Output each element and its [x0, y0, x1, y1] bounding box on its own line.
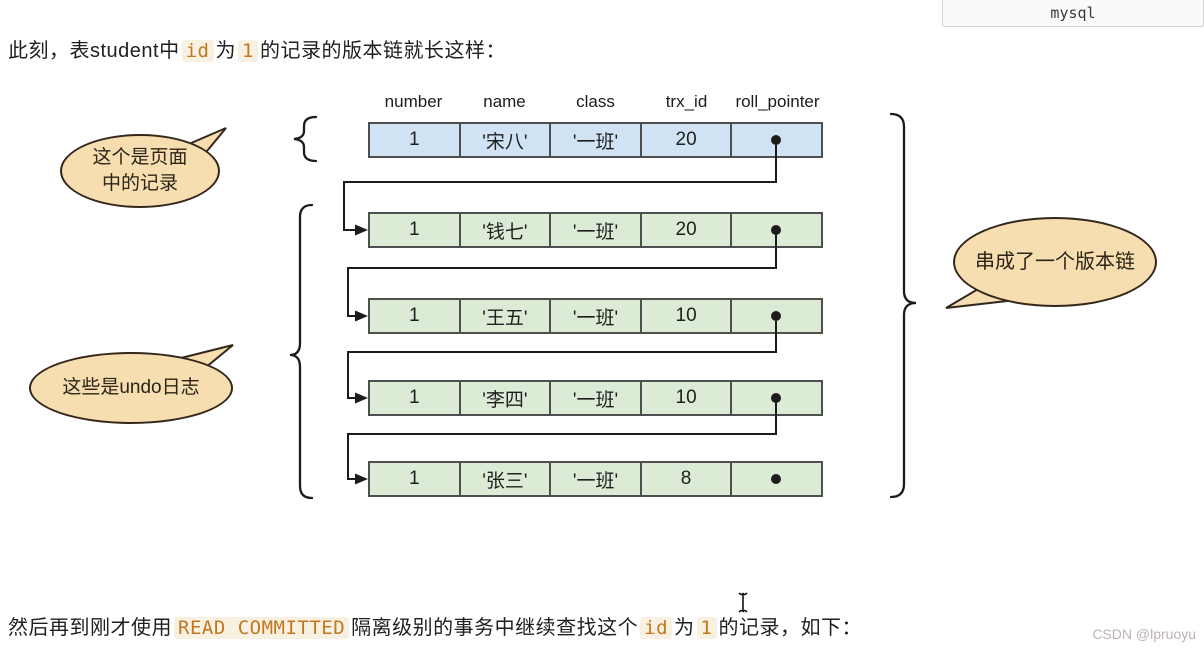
cell-class: '一班'	[549, 300, 640, 332]
col-roll-pointer: roll_pointer	[735, 92, 820, 111]
mysql-tab: mysql	[942, 0, 1204, 27]
cell-class: '一班'	[549, 214, 640, 246]
cell-name: '张三'	[458, 463, 550, 495]
cell-number: 1	[409, 468, 420, 489]
text-cursor-icon	[738, 592, 748, 613]
cell-class: '一班'	[549, 382, 640, 414]
arrowhead-icon	[355, 224, 368, 236]
footer-text-mid2: 为	[674, 617, 695, 639]
cell-number: 1	[409, 387, 420, 408]
right-brace-version-chain	[889, 112, 917, 499]
table-row-page-record: 1 '宋八' '一班' 20	[368, 122, 823, 158]
cell-trx-id: 10	[639, 382, 731, 414]
cell-name: '钱七'	[458, 214, 550, 246]
footer-text-post: 的记录，如下：	[718, 617, 862, 639]
cell-number: 1	[409, 129, 420, 150]
cell-roll-pointer	[730, 463, 821, 495]
arrowhead-icon	[355, 310, 368, 322]
mysql-tab-label: mysql	[1050, 4, 1096, 22]
inline-code-1: 1	[238, 40, 258, 62]
cell-roll-pointer	[730, 124, 821, 156]
col-name: name	[483, 92, 526, 111]
arrowhead-icon	[355, 473, 368, 485]
bubble-version-chain-label: 串成了一个版本链	[975, 251, 1135, 273]
cell-trx-id: 20	[639, 124, 731, 156]
table-row-undo-3: 1 '李四' '一班' 10	[368, 380, 823, 416]
cell-roll-pointer	[730, 382, 821, 414]
csdn-watermark: CSDN @lpruoyu	[1092, 626, 1196, 642]
footer-text-pre: 然后再到刚才使用	[8, 617, 172, 639]
cell-number: 1	[409, 219, 420, 240]
cell-name: '李四'	[458, 382, 550, 414]
cell-roll-pointer	[730, 300, 821, 332]
inline-code-id: id	[640, 617, 673, 639]
intro-text-post: 的记录的版本链就长这样：	[259, 40, 506, 62]
intro-text-mid: 为	[215, 40, 236, 62]
footer-text-mid: 隔离级别的事务中继续查找这个	[351, 617, 639, 639]
cell-trx-id: 8	[639, 463, 731, 495]
intro-text-pre: 此刻，表student中	[8, 40, 180, 62]
left-brace-page-record	[293, 115, 318, 163]
bubble-undo-logs: 这些是undo日志	[29, 352, 233, 424]
cell-number: 1	[409, 305, 420, 326]
bubble-page-record: 这个是页面 中的记录	[60, 134, 220, 208]
cell-class: '一班'	[549, 463, 640, 495]
bubble-page-record-line1: 这个是页面	[92, 147, 188, 168]
inline-code-1: 1	[696, 617, 717, 639]
inline-code-read-committed: READ COMMITTED	[174, 617, 350, 639]
bubble-page-record-line2: 中的记录	[101, 173, 178, 194]
cell-name: '宋八'	[458, 124, 550, 156]
table-row-undo-1: 1 '钱七' '一班' 20	[368, 212, 823, 248]
table-row-undo-2: 1 '王五' '一班' 10	[368, 298, 823, 334]
arrowheads	[355, 224, 368, 485]
col-class: class	[576, 92, 615, 111]
table-row-undo-4: 1 '张三' '一班' 8	[368, 461, 823, 497]
cell-roll-pointer	[730, 214, 821, 246]
table-header: number name class trx_id roll_pointer	[368, 92, 823, 116]
bubble-undo-logs-label: 这些是undo日志	[62, 377, 200, 398]
cell-class: '一班'	[549, 124, 640, 156]
col-number: number	[384, 92, 443, 111]
arrowhead-icon	[355, 392, 368, 404]
cell-trx-id: 20	[639, 214, 731, 246]
cell-trx-id: 10	[639, 300, 731, 332]
bubble-version-chain: 串成了一个版本链	[953, 217, 1157, 307]
cell-name: '王五'	[458, 300, 550, 332]
inline-code-id: id	[181, 40, 214, 62]
left-brace-undo-logs	[289, 203, 314, 500]
col-trx-id: trx_id	[665, 92, 708, 111]
